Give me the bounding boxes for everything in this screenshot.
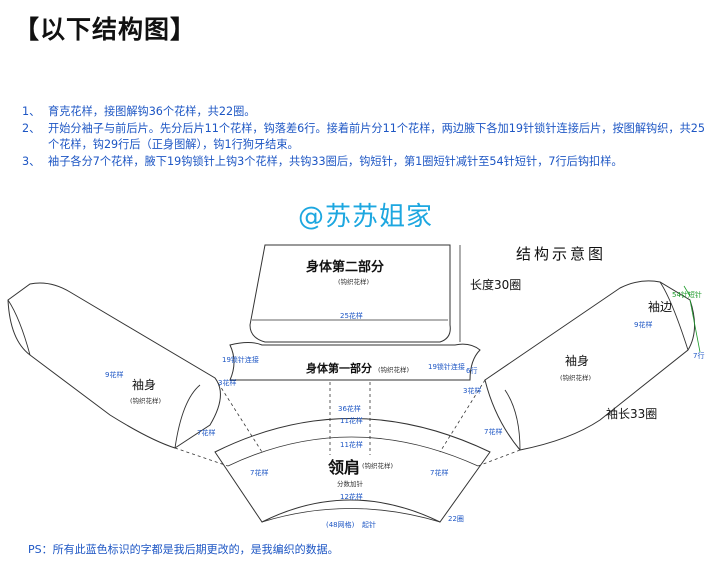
body-part1-label: 身体第一部分	[306, 362, 372, 375]
cuff-label: 袖边	[648, 300, 673, 314]
right-sleeve-9-label: 9花样	[634, 321, 653, 329]
chain19-right-label: 19锁针连接	[428, 363, 465, 371]
yoke-36-label: 36花样	[338, 405, 361, 413]
cuff-7-label: 7行	[693, 352, 705, 360]
instruction-text: 开始分袖子与前后片。先分后片11个花样，钩落差6行。接着前片分11个花样，两边腋…	[48, 121, 706, 152]
instructions-list: 1、 育克花样，接图解钩36个花样，共22圈。 2、 开始分袖子与前后片。先分后…	[22, 104, 712, 170]
instruction-number: 2、	[22, 121, 41, 135]
yoke-11b-label: 11花样	[340, 441, 363, 449]
instruction-item: 2、 开始分袖子与前后片。先分后片11个花样，钩落差6行。接着前片分11个花样，…	[22, 121, 712, 154]
right-sleeve-outline	[484, 280, 695, 451]
left-cuff	[7, 299, 31, 356]
rows6-label: 6行	[466, 367, 478, 375]
right-cuff	[659, 281, 689, 351]
right-sleeve-sub: (钩织花样)	[560, 374, 592, 382]
body-part2-label: 身体第二部分	[306, 260, 385, 275]
yoke-11a-label: 11花样	[340, 417, 363, 425]
body-part1-sub: (钩织花样)	[378, 366, 410, 374]
guide-dash	[174, 447, 521, 467]
instruction-number: 3、	[22, 154, 41, 168]
instruction-item: 1、 育克花样，接图解钩36个花样，共22圈。	[22, 104, 712, 121]
guide-dash	[214, 377, 486, 455]
body-part1-outline	[229, 342, 481, 381]
left-sleeve-outline	[7, 282, 221, 449]
yoke-48-label: (48网格)	[326, 521, 355, 529]
chain19-left-label: 19锁针连接	[222, 356, 259, 364]
body-part2-sub: (钩织花样)	[338, 278, 370, 286]
right-sleeve-3-label: 3花样	[463, 387, 482, 395]
yoke-7r-label: 7花样	[430, 469, 449, 477]
left-sleeve-sub: (钩织花样)	[130, 397, 162, 405]
instruction-text: 袖子各分7个花样，腋下19钩锁针上钩3个花样，共钩33圈后，钩短针，第1圈短针减…	[48, 154, 623, 168]
left-sleeve-label: 袖身	[132, 378, 157, 392]
yoke-inc-label: 分数加针	[337, 480, 363, 488]
yoke-inner-arc	[227, 436, 479, 467]
cuff-54-label: 54针短针	[672, 291, 702, 299]
instruction-number: 1、	[22, 105, 41, 118]
right-armhole	[504, 389, 521, 451]
length-label: 长度30圈	[470, 278, 522, 292]
diagram-title: 结构示意图	[516, 245, 607, 263]
sleeve-length-label: 袖长33圈	[606, 407, 658, 421]
yoke-label: 领肩	[328, 458, 361, 477]
yoke-start-label: 起针	[362, 521, 376, 529]
instruction-text: 育克花样，接图解钩36个花样，共22圈。	[48, 105, 256, 118]
yoke-outer	[214, 418, 491, 523]
yoke-collar	[261, 508, 441, 523]
right-sleeve-label: 袖身	[565, 354, 590, 368]
left-armhole	[174, 384, 201, 449]
yoke-22-label: 22圈	[448, 515, 464, 523]
ps-note: PS：所有此蓝色标识的字都是我后期更改的，是我编织的数据。	[28, 543, 339, 556]
yoke-7l-label: 7花样	[250, 469, 269, 477]
yoke-12-label: 12花样	[340, 493, 363, 501]
right-sleeve-7-label: 7花样	[484, 428, 503, 436]
page-title: 【以下结构图】	[14, 15, 197, 44]
left-sleeve-7-label: 7花样	[197, 429, 216, 437]
cuff-bracket	[683, 285, 701, 353]
pattern25-label: 25花样	[340, 312, 363, 320]
yoke-sub: (钩织花样)	[362, 462, 394, 470]
left-sleeve-9-label: 9花样	[105, 371, 124, 379]
left-sleeve-3-label: 3花样	[218, 379, 237, 387]
body-part2-outline	[249, 244, 451, 343]
watermark-text: @苏苏姐家	[298, 202, 434, 232]
instruction-item: 3、 袖子各分7个花样，腋下19钩锁针上钩3个花样，共钩33圈后，钩短针，第1圈…	[22, 154, 712, 171]
